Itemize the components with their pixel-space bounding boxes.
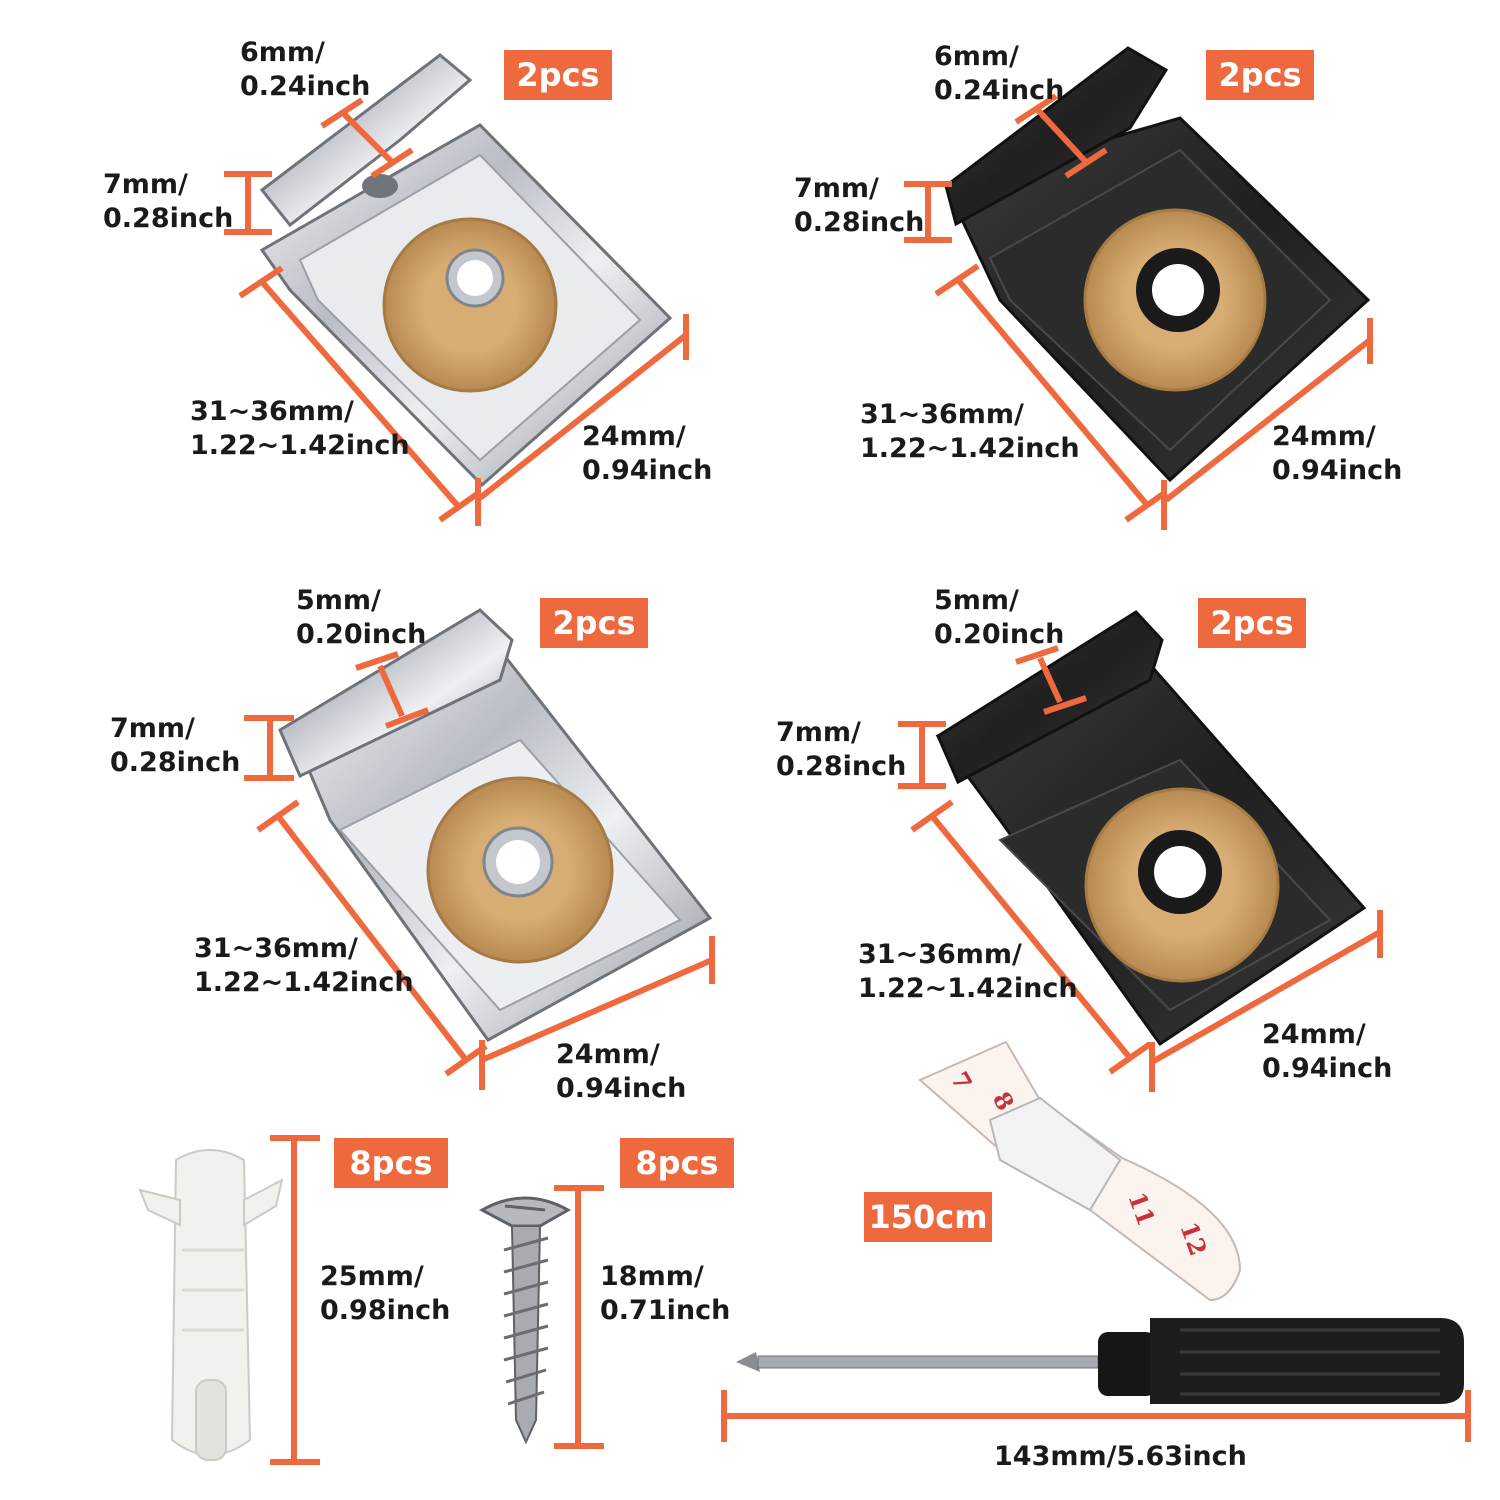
length-inch: 1.22~1.42inch [858, 973, 1078, 1004]
anchor-length-label: 25mm/0.98inch [320, 1260, 450, 1328]
measuring-tape-image: 7 8 11 12 [918, 1040, 1242, 1302]
black-clip-5mm-length-label: 31~36mm/1.22~1.42inch [858, 938, 1078, 1006]
black-clip-6mm-height-label: 7mm/0.28inch [794, 172, 924, 240]
width-mm: 24mm/ [1262, 1019, 1366, 1050]
black-clip-5mm-image [935, 610, 1367, 1047]
silver-clip-6mm-qty-badge: 2pcs [504, 50, 612, 100]
black-clip-6mm-qty-badge: 2pcs [1206, 50, 1314, 100]
width-inch: 0.94inch [556, 1073, 687, 1104]
lip-mm: 5mm/ [296, 585, 381, 616]
black-clip-6mm-length-label: 31~36mm/1.22~1.42inch [860, 398, 1080, 466]
black-clip-6mm-lip-label: 6mm/0.24inch [934, 40, 1064, 108]
silver-clip-5mm-qty-badge: 2pcs [540, 598, 648, 648]
height-inch: 0.28inch [794, 207, 925, 238]
length-inch: 1.22~1.42inch [190, 430, 410, 461]
height-inch: 0.28inch [103, 203, 234, 234]
anchor-length-inch: 0.98inch [320, 1295, 451, 1326]
screw-image [478, 1196, 572, 1445]
length-mm: 31~36mm/ [858, 939, 1022, 970]
screw-qty-badge: 8pcs [620, 1138, 734, 1188]
silver-clip-6mm-length-label: 31~36mm/1.22~1.42inch [190, 395, 410, 463]
black-clip-5mm-dimension-lines [898, 645, 1383, 1092]
wall-anchor-image [138, 1149, 284, 1461]
anchor-qty-badge: 8pcs [334, 1138, 448, 1188]
length-inch: 1.22~1.42inch [860, 433, 1080, 464]
height-mm: 7mm/ [110, 713, 195, 744]
height-mm: 7mm/ [794, 173, 879, 204]
silver-clip-5mm-width-label: 24mm/0.94inch [556, 1038, 686, 1106]
lip-mm: 5mm/ [934, 585, 1019, 616]
tape-length-badge: 150cm [864, 1192, 992, 1242]
black-clip-5mm-lip-label: 5mm/0.20inch [934, 584, 1064, 652]
silver-clip-6mm-width-label: 24mm/0.94inch [582, 420, 712, 488]
screwdriver-dimension-line [721, 1390, 1471, 1442]
height-mm: 7mm/ [103, 169, 188, 200]
width-inch: 0.94inch [1262, 1053, 1393, 1084]
screw-length-mm: 18mm/ [600, 1261, 704, 1292]
silver-clip-5mm-image [278, 608, 713, 1042]
silver-clip-5mm-lip-label: 5mm/0.20inch [296, 584, 426, 652]
lip-inch: 0.24inch [240, 71, 371, 102]
length-inch: 1.22~1.42inch [194, 967, 414, 998]
silver-clip-5mm-height-label: 7mm/0.28inch [110, 712, 240, 780]
height-inch: 0.28inch [776, 751, 907, 782]
height-inch: 0.28inch [110, 747, 241, 778]
screw-dimension-line [554, 1185, 604, 1449]
screw-length-inch: 0.71inch [600, 1295, 731, 1326]
black-clip-5mm-qty-badge: 2pcs [1198, 598, 1306, 648]
width-mm: 24mm/ [556, 1039, 660, 1070]
black-clip-5mm-width-label: 24mm/0.94inch [1262, 1018, 1392, 1086]
black-clip-6mm-dimension-lines [904, 93, 1373, 530]
black-clip-5mm-height-label: 7mm/0.28inch [776, 716, 906, 784]
width-inch: 0.94inch [582, 455, 713, 486]
height-mm: 7mm/ [776, 717, 861, 748]
lip-inch: 0.20inch [934, 619, 1065, 650]
width-mm: 24mm/ [1272, 421, 1376, 452]
length-mm: 31~36mm/ [860, 399, 1024, 430]
lip-inch: 0.24inch [934, 75, 1065, 106]
silver-clip-6mm-dimension-lines [224, 97, 689, 526]
anchor-length-mm: 25mm/ [320, 1261, 424, 1292]
screw-length-label: 18mm/0.71inch [600, 1260, 730, 1328]
width-inch: 0.94inch [1272, 455, 1403, 486]
screwdriver-image [736, 1318, 1464, 1404]
lip-mm: 6mm/ [240, 37, 325, 68]
black-clip-6mm-width-label: 24mm/0.94inch [1272, 420, 1402, 488]
screwdriver-length-label: 143mm/5.63inch [994, 1441, 1247, 1472]
wall-anchor-dimension-line [270, 1135, 320, 1465]
lip-mm: 6mm/ [934, 41, 1019, 72]
width-mm: 24mm/ [582, 421, 686, 452]
silver-clip-5mm-dimension-lines [244, 651, 715, 1090]
silver-clip-6mm-lip-label: 6mm/0.24inch [240, 36, 370, 104]
lip-inch: 0.20inch [296, 619, 427, 650]
silver-clip-6mm-height-label: 7mm/0.28inch [103, 168, 233, 236]
length-mm: 31~36mm/ [190, 396, 354, 427]
length-mm: 31~36mm/ [194, 933, 358, 964]
black-clip-6mm-image [943, 46, 1371, 483]
silver-clip-5mm-length-label: 31~36mm/1.22~1.42inch [194, 932, 414, 1000]
